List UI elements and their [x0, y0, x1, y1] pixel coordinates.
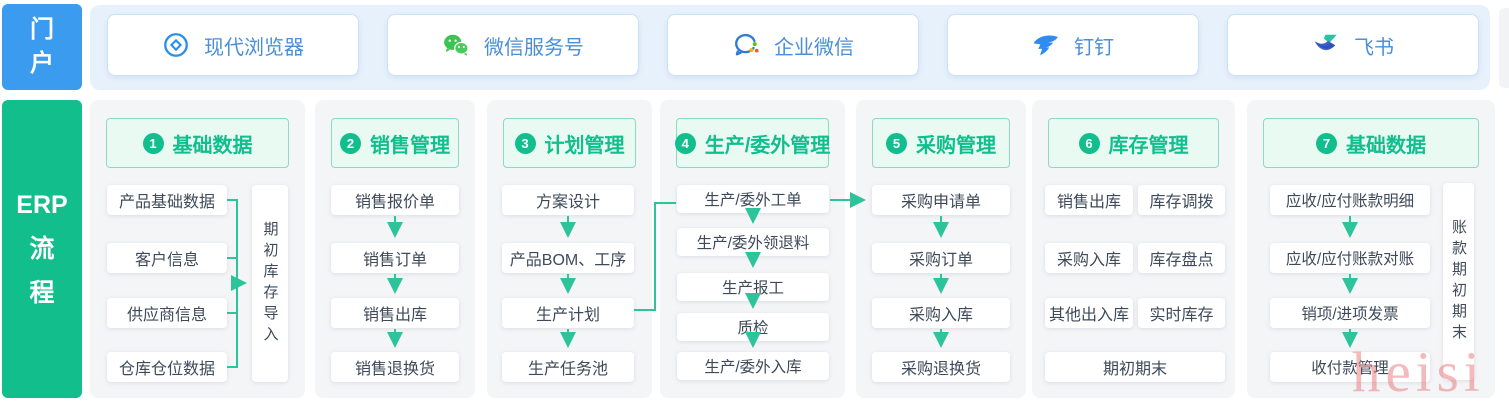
module-title: 销售管理 — [370, 134, 450, 157]
flow-item: 产品基础数据 — [107, 185, 227, 215]
flow-item: 库存盘点 — [1138, 243, 1225, 273]
module-column-basic-data: 1 基础数据 产品基础数据 客户信息 供应商信息 仓库仓位数据 期初库存导入 — [90, 100, 305, 398]
side-label-box: 账款期初期末 — [1443, 183, 1474, 380]
flow-item: 生产/委外工单 — [677, 185, 829, 213]
module-title: 生产/委外管理 — [704, 134, 831, 157]
flow-item: 生产/委外入库 — [677, 352, 829, 380]
module-column-production-outsourcing: 4 生产/委外管理 生产/委外工单 生产/委外领退料 生产报工 质检 生产/委外… — [660, 100, 845, 398]
flow-item: 其他出入库 — [1045, 298, 1133, 328]
module-number-badge: 6 — [1078, 132, 1100, 154]
portal-card-dingtalk: 钉钉 — [947, 14, 1199, 76]
module-column-inventory: 6 库存管理 销售出库 库存调拨 采购入库 库存盘点 其他出入库 实时库存 期初… — [1032, 100, 1235, 398]
portal-label-line: 户 — [30, 50, 54, 77]
module-header: 1 基础数据 — [106, 118, 289, 168]
module-column-accounts: 7 基础数据 应收/应付账款明细 应收/应付账款对账 销项/进项发票 收付款管理… — [1247, 100, 1495, 398]
wechat-icon — [442, 31, 470, 59]
erp-label-line: 流 — [29, 235, 55, 263]
flow-item: 销售出库 — [331, 298, 459, 328]
portal-card-modern-browser: 现代浏览器 — [107, 14, 359, 76]
portal-card-wechat-service: 微信服务号 — [387, 14, 639, 76]
module-number-badge: 1 — [142, 132, 164, 154]
flow-item: 采购退换货 — [872, 352, 1010, 382]
flow-item: 收付款管理 — [1270, 352, 1430, 382]
module-header: 6 库存管理 — [1048, 118, 1219, 168]
portal-card-wecom: 企业微信 — [667, 14, 919, 76]
portal-band: 现代浏览器 微信服务号 — [90, 5, 1490, 90]
module-header: 2 销售管理 — [331, 118, 459, 168]
flow-item: 产品BOM、工序 — [502, 243, 634, 273]
wecom-icon — [732, 31, 760, 59]
module-title: 采购管理 — [916, 134, 996, 157]
module-title: 基础数据 — [172, 134, 253, 157]
flow-item: 采购入库 — [1045, 243, 1133, 273]
flow-item: 销售退换货 — [331, 352, 459, 382]
flow-item: 质检 — [677, 313, 829, 341]
module-number-badge: 2 — [340, 132, 361, 154]
cropped-element-edge — [1499, 8, 1509, 88]
module-title: 计划管理 — [544, 134, 625, 157]
portal-card-label: 企业微信 — [774, 36, 854, 59]
flow-item: 销售订单 — [331, 243, 459, 273]
portal-card-feishu: 飞书 — [1227, 14, 1479, 76]
flow-item: 销售出库 — [1045, 185, 1133, 215]
module-header: 5 采购管理 — [872, 118, 1010, 168]
module-column-planning: 3 计划管理 方案设计 产品BOM、工序 生产计划 生产任务池 — [487, 100, 652, 398]
browser-icon — [162, 31, 190, 59]
module-title: 库存管理 — [1108, 134, 1189, 157]
module-number-badge: 7 — [1316, 132, 1337, 154]
module-header: 4 生产/委外管理 — [674, 118, 831, 168]
flow-item: 销项/进项发票 — [1270, 298, 1430, 328]
flow-item: 仓库仓位数据 — [107, 352, 227, 382]
side-label-text: 期初库存导入 — [261, 220, 279, 347]
module-number-badge: 3 — [514, 132, 536, 154]
module-number-badge: 5 — [886, 132, 907, 154]
flow-item: 期初期末 — [1045, 352, 1225, 382]
portal-card-label: 现代浏览器 — [204, 36, 304, 59]
flow-item: 采购订单 — [872, 243, 1010, 273]
side-label-text: 账款期初期末 — [1450, 218, 1467, 345]
module-title: 基础数据 — [1346, 134, 1426, 157]
erp-label-line: 程 — [29, 279, 55, 307]
portal-card-label: 飞书 — [1354, 36, 1394, 59]
erp-section-label: ERP 流 程 — [2, 100, 82, 398]
flow-item: 生产计划 — [502, 298, 634, 328]
flow-item: 采购入库 — [872, 298, 1010, 328]
erp-label-line: ERP — [16, 191, 68, 219]
flow-item: 生产任务池 — [502, 352, 634, 382]
dingtalk-icon — [1032, 31, 1060, 59]
flow-item: 应收/应付账款对账 — [1270, 243, 1430, 273]
portal-card-label: 钉钉 — [1074, 36, 1114, 59]
flow-item: 库存调拨 — [1138, 185, 1225, 215]
module-column-sales: 2 销售管理 销售报价单 销售订单 销售出库 销售退换货 — [315, 100, 475, 398]
portal-card-label: 微信服务号 — [484, 36, 584, 59]
side-label-box: 期初库存导入 — [252, 185, 288, 382]
flow-item: 应收/应付账款明细 — [1270, 185, 1430, 215]
portal-section-label: 门 户 — [2, 4, 82, 90]
flow-item: 客户信息 — [107, 243, 227, 273]
portal-label-line: 门 — [30, 16, 54, 43]
feishu-icon — [1312, 31, 1340, 59]
flow-item: 采购申请单 — [872, 185, 1010, 215]
flow-item: 生产报工 — [677, 273, 829, 301]
module-column-purchasing: 5 采购管理 采购申请单 采购订单 采购入库 采购退换货 — [856, 100, 1026, 398]
flow-item: 方案设计 — [502, 185, 634, 215]
module-header: 3 计划管理 — [503, 118, 636, 168]
module-header: 7 基础数据 — [1263, 118, 1479, 168]
module-number-badge: 4 — [674, 132, 696, 154]
flow-item: 供应商信息 — [107, 298, 227, 328]
flow-item: 销售报价单 — [331, 185, 459, 215]
flow-item: 实时库存 — [1138, 298, 1225, 328]
flow-item: 生产/委外领退料 — [677, 228, 829, 256]
